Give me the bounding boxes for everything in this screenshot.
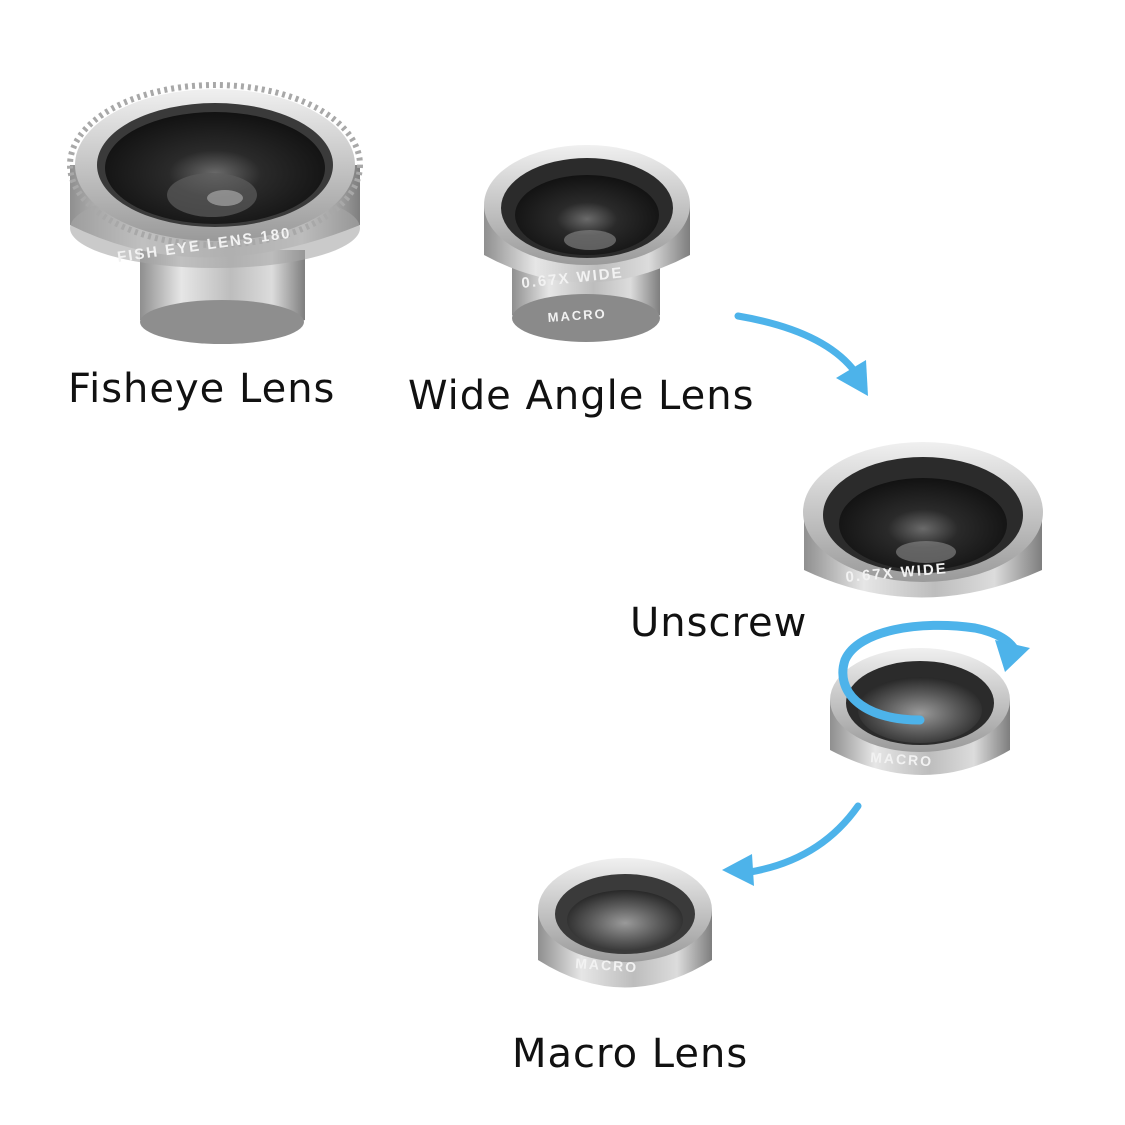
macro-lens-middle-icon: MACRO bbox=[830, 648, 1010, 775]
curved-arrow-down-icon bbox=[722, 802, 862, 886]
wide-macro-marking: MACRO bbox=[547, 306, 607, 325]
macro-middle-marking: MACRO bbox=[870, 749, 934, 769]
curved-arrow-icon bbox=[734, 312, 868, 396]
macro-marking: MACRO bbox=[575, 955, 639, 975]
fisheye-caption: Fisheye Lens bbox=[68, 366, 336, 412]
wide-angle-caption: Wide Angle Lens bbox=[408, 373, 755, 419]
wide-angle-lens-detached-icon: 0.67X WIDE bbox=[803, 442, 1043, 598]
fisheye-lens-icon: FISH EYE LENS 180 bbox=[67, 82, 363, 344]
rotate-arrow-icon bbox=[838, 620, 1030, 725]
wide-angle-lens-icon: 0.67X WIDE MACRO bbox=[484, 145, 690, 342]
unscrew-caption: Unscrew bbox=[630, 600, 808, 646]
macro-lens-icon: MACRO bbox=[538, 858, 712, 988]
macro-caption: Macro Lens bbox=[512, 1031, 749, 1077]
